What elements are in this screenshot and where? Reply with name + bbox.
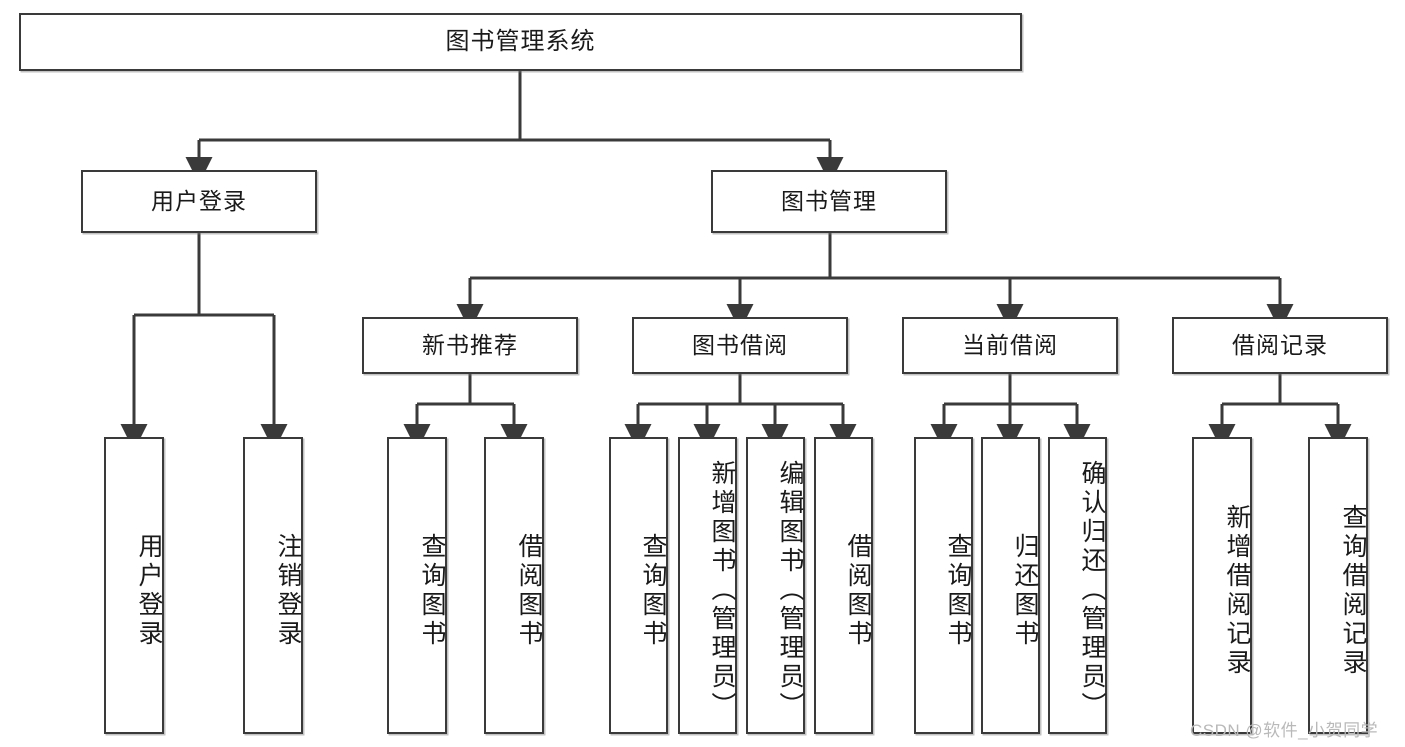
leaf-borrow-book[interactable]: 借阅图书 (814, 437, 873, 734)
leaf-query-borrow-record[interactable]: 查询借阅记录 (1308, 437, 1368, 734)
node-book-borrow[interactable]: 图书借阅 (632, 317, 848, 374)
node-current-borrow[interactable]: 当前借阅 (902, 317, 1118, 374)
leaf-edit-book-admin[interactable]: 编辑图书（管理员） (746, 437, 805, 734)
leaf-user-login-label: 用户登录 (135, 532, 163, 649)
leaf-query-book-borrow-label: 查询图书 (639, 532, 667, 649)
leaf-query-borrow-record-label: 查询借阅记录 (1339, 503, 1367, 678)
node-borrow-record-label: 借阅记录 (1232, 331, 1328, 358)
node-root-label: 图书管理系统 (445, 27, 596, 55)
leaf-borrow-book-recommend[interactable]: 借阅图书 (484, 437, 544, 734)
node-user-login-label: 用户登录 (151, 187, 247, 214)
leaf-add-book-admin[interactable]: 新增图书（管理员） (678, 437, 737, 734)
leaf-borrow-book-recommend-label: 借阅图书 (515, 532, 543, 649)
leaf-user-login[interactable]: 用户登录 (104, 437, 164, 734)
leaf-query-book-current-label: 查询图书 (944, 532, 972, 649)
leaf-borrow-book-label: 借阅图书 (844, 532, 872, 649)
node-current-borrow-label: 当前借阅 (962, 331, 1058, 358)
leaf-return-book[interactable]: 归还图书 (981, 437, 1040, 734)
leaf-query-book-borrow[interactable]: 查询图书 (609, 437, 668, 734)
node-new-book-recommend[interactable]: 新书推荐 (362, 317, 578, 374)
leaf-query-book-current[interactable]: 查询图书 (914, 437, 973, 734)
leaf-add-borrow-record-label: 新增借阅记录 (1223, 503, 1251, 678)
leaf-query-book-recommend-label: 查询图书 (418, 532, 446, 649)
node-borrow-record[interactable]: 借阅记录 (1172, 317, 1388, 374)
node-user-login[interactable]: 用户登录 (81, 170, 317, 233)
leaf-logout-login[interactable]: 注销登录 (243, 437, 303, 734)
node-book-borrow-label: 图书借阅 (692, 331, 788, 358)
leaf-add-book-admin-label: 新增图书（管理员） (708, 460, 736, 721)
leaf-return-book-label: 归还图书 (1011, 532, 1039, 649)
leaf-edit-book-admin-label: 编辑图书（管理员） (776, 460, 804, 721)
leaf-query-book-recommend[interactable]: 查询图书 (387, 437, 447, 734)
leaf-confirm-return-admin[interactable]: 确认归还（管理员） (1048, 437, 1107, 734)
leaf-add-borrow-record[interactable]: 新增借阅记录 (1192, 437, 1252, 734)
node-book-management[interactable]: 图书管理 (711, 170, 947, 233)
node-book-management-label: 图书管理 (781, 187, 877, 214)
node-new-book-recommend-label: 新书推荐 (422, 331, 518, 358)
node-root[interactable]: 图书管理系统 (19, 13, 1022, 71)
leaf-logout-login-label: 注销登录 (274, 532, 302, 649)
leaf-confirm-return-admin-label: 确认归还（管理员） (1078, 460, 1106, 721)
